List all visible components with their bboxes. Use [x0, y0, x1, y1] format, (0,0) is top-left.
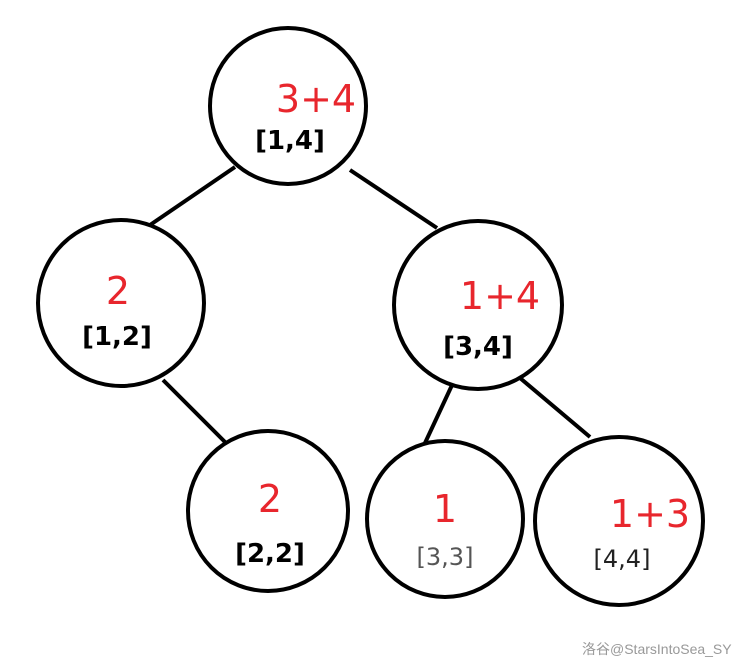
node-3-4-value: 1+4: [460, 274, 540, 318]
node-4-4-value: 1+3: [610, 492, 690, 536]
node-1-2-circle: [36, 218, 206, 388]
node-1-4-value: 3+4: [276, 77, 356, 121]
node-3-3-value: 1: [433, 487, 457, 531]
edge-right-left-child: [423, 382, 455, 444]
node-3-4-range: [3,4]: [443, 332, 513, 362]
node-1-4-range: [1,4]: [255, 126, 325, 156]
edge-right-right-child: [518, 376, 592, 439]
node-4-4-range: [4,4]: [594, 545, 651, 573]
node-2-2-value: 2: [258, 477, 282, 521]
node-1-2-value: 2: [106, 269, 130, 313]
node-1-4-circle: [208, 26, 368, 186]
edge-left-child: [161, 378, 235, 452]
node-4-4-circle: [533, 435, 705, 607]
watermark: 洛谷@StarsIntoSea_SY: [582, 641, 732, 657]
node-3-4-circle: [392, 219, 564, 391]
edge-root-left: [148, 165, 237, 227]
node-2-2-range: [2,2]: [235, 539, 305, 569]
node-3-3-circle: [365, 439, 525, 599]
node-3-3-range: [3,3]: [417, 543, 474, 571]
node-1-2-range: [1,2]: [82, 322, 152, 352]
node-2-2-circle: [186, 429, 350, 593]
edge-root-right: [348, 168, 439, 230]
